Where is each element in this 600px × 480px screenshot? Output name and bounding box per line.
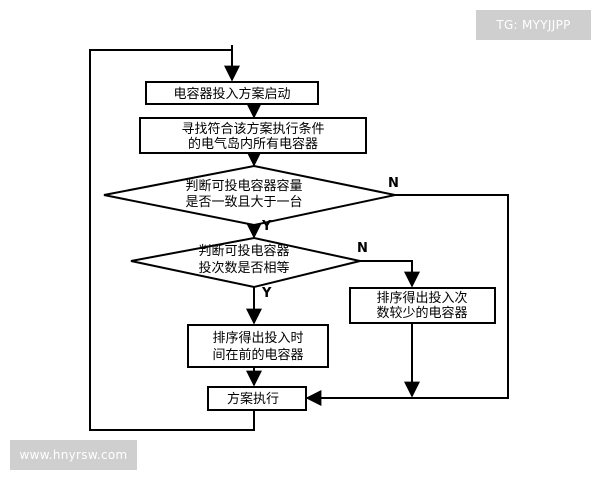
find-capacitors-node: 寻找符合该方案执行条件 的电气岛内所有电容器 (139, 117, 367, 154)
decision-count-line2: 投次数是否相等 (198, 260, 289, 276)
execute-node: 方案执行 (207, 386, 307, 411)
decision-count-yes-label: Y (261, 286, 272, 301)
decision-capacity-yes-label: Y (261, 219, 272, 234)
find-capacitors-line1: 寻找符合该方案执行条件 (181, 121, 324, 137)
decision-capacity-line1: 判断可投电容器容量 (185, 178, 302, 194)
decision-count-line1: 判断可投电容器 (198, 243, 289, 259)
find-capacitors-line2: 的电气岛内所有电容器 (188, 136, 318, 152)
sort-by-count-line1: 排序得出投入次 (376, 290, 467, 306)
decision-count-no-label: N (357, 241, 368, 256)
decision-capacity-no-label: N (388, 176, 399, 191)
sort-by-time-line2: 间在前的电容器 (212, 347, 303, 363)
start-node: 电容器投入方案启动 (145, 81, 319, 105)
decision-capacity-line2: 是否一致且大于一台 (185, 195, 302, 210)
sort-by-count-line2: 数较少的电容器 (376, 305, 467, 321)
edge-loop-back (89, 49, 255, 431)
watermark-top-right: TG: MYYJJPP (476, 10, 591, 40)
sort-by-count-node: 排序得出投入次 数较少的电容器 (349, 287, 496, 324)
sort-by-time-node: 排序得出投入时 间在前的电容器 (187, 324, 329, 368)
edge-decision1-no (305, 194, 509, 406)
decision-count-node: 判断可投电容器 投次数是否相等 (130, 236, 361, 289)
decision-capacity-node: 判断可投电容器容量 是否一致且大于一台 (103, 164, 396, 227)
watermark-bottom-left: www.hnyrsw.com (10, 440, 137, 470)
edge-decision2-no (360, 260, 420, 288)
start-node-label: 电容器投入方案启动 (173, 86, 290, 102)
execute-node-label: 方案执行 (227, 391, 279, 407)
sort-by-time-line1: 排序得出投入时 (212, 330, 303, 346)
